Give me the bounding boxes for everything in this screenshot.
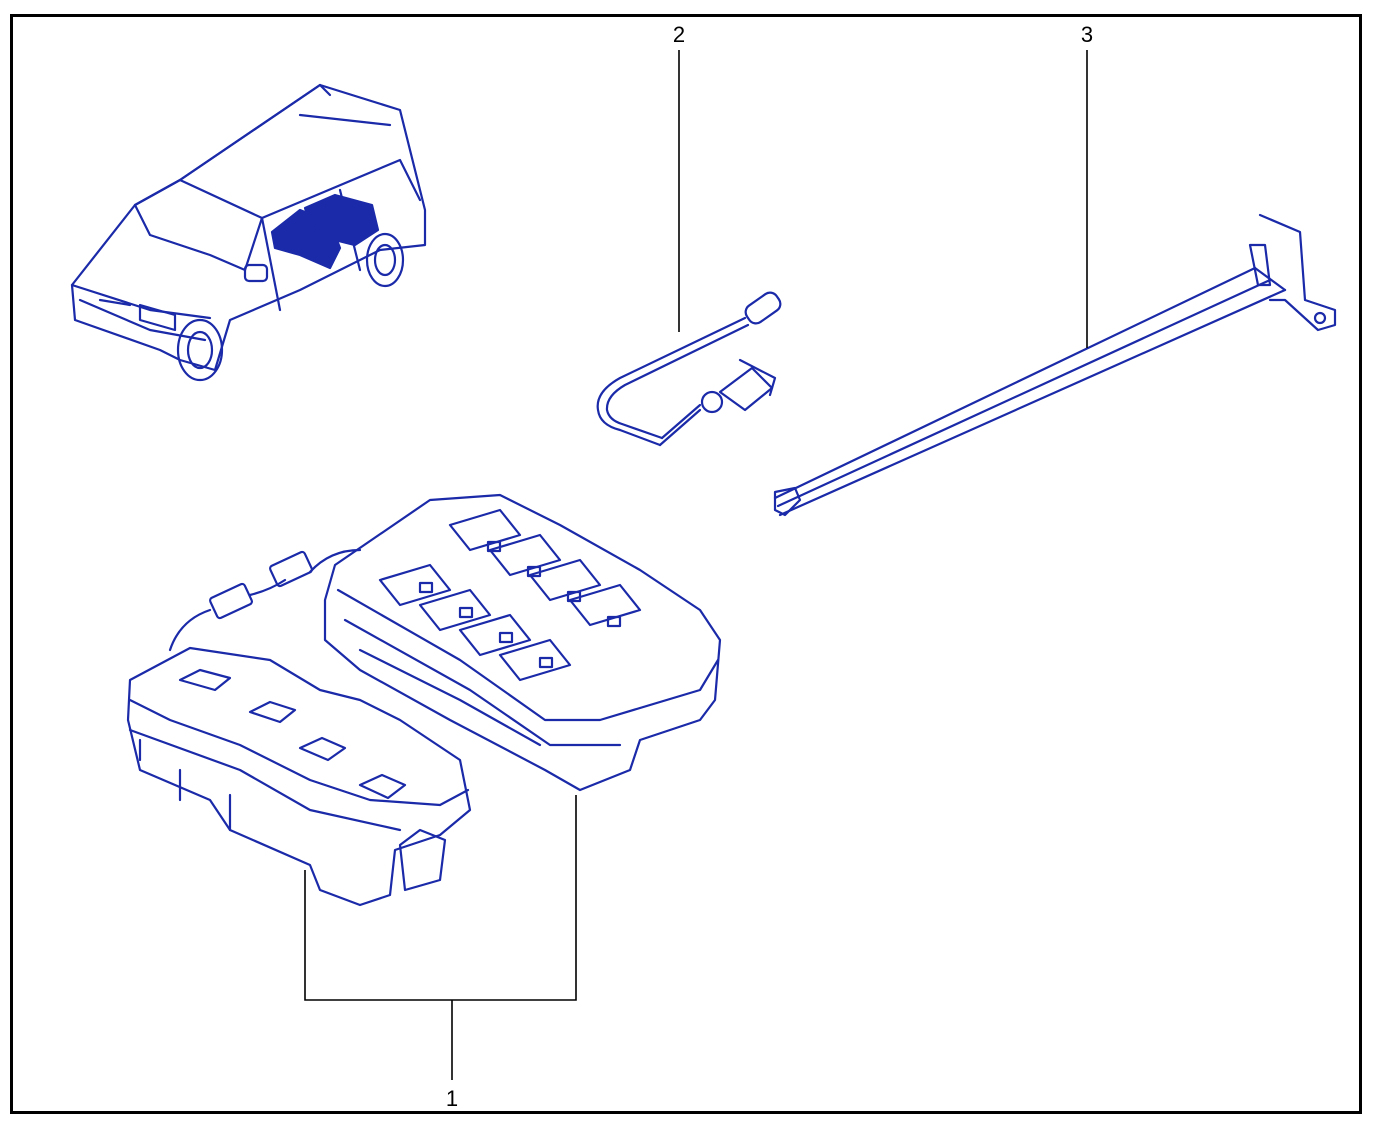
leader-bracket-1 bbox=[304, 795, 577, 1001]
battery-pack-right-part bbox=[248, 493, 722, 792]
battery-pack-left-part bbox=[126, 582, 472, 907]
callout-label-1: 1 bbox=[445, 1086, 459, 1111]
callout-label-3: 3 bbox=[1080, 22, 1094, 47]
support-bar-part bbox=[773, 213, 1337, 517]
callout-label-2: 2 bbox=[672, 22, 686, 47]
vehicle-locator-icon bbox=[70, 83, 427, 382]
diagram-frame bbox=[10, 14, 1362, 1114]
sensor-cable-part bbox=[596, 291, 782, 447]
